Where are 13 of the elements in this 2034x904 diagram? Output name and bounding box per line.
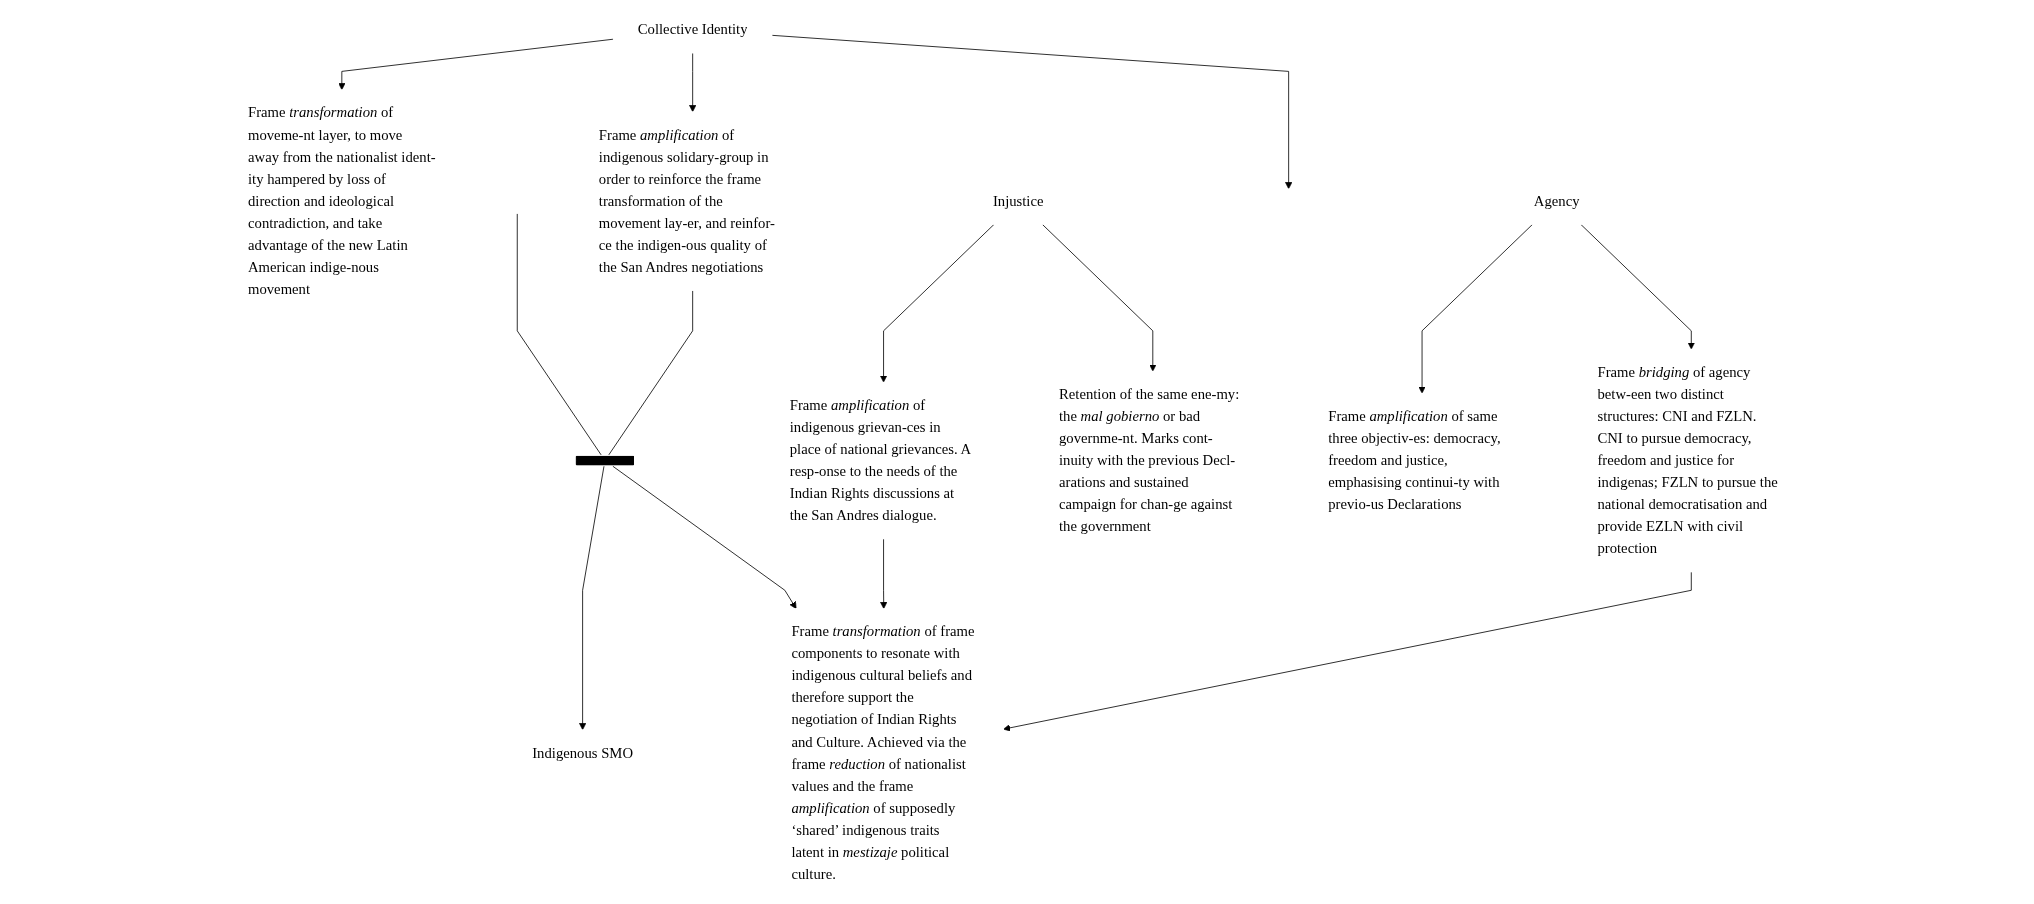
node-text: Indigenous SMO	[532, 744, 634, 761]
node-text: Frame amplification of indigenous grievan-ces in place of national grievances. A resp-onse to the needs of the Indian Rights discussions at the San Andres dialogue.	[790, 396, 971, 524]
node-text: Injustice	[993, 192, 1044, 209]
node-text: Frame transformation of frame components to resonate with indigenous cultural beliefs and therefore support the negotiation of Indian Rights and Culture. Achieved via the frame reduction of nationalist values and the frame amplification of supposedly ‘shared’ indigenous traits latent in mestizaje political culture.	[791, 623, 975, 882]
connector	[517, 212, 602, 456]
node-text: Frame transformation of moveme-nt layer, to move away from the nationalist ident-ity hampered by loss of direction and ideological contradiction, and take advantage of the new Latin American indige-nous movement	[248, 104, 437, 297]
node-text: Frame amplification of indigenous solidary-group in order to reinforce the frame transformation of the movement lay-er, and reinfor-ce the indigen-ous quality of the San Andres negotiations	[599, 126, 776, 275]
node-text: Frame amplification of same three objectiv-es: democracy, freedom and justice, emphasising continui-ty with previo-us Declarations	[1328, 407, 1501, 513]
node-text: Collective Identity	[638, 21, 748, 38]
node-text: Retention of the same ene-my: the mal gobierno or bad governme-nt. Marks cont-inuity with the previous Decl-arations and sustained campaign for chan-ge against the government	[1059, 385, 1240, 535]
connector	[608, 290, 694, 456]
node-text: Agency	[1534, 192, 1580, 209]
node-text: Frame bridging of agency betw-een two distinct structures: CNI and FZLN. CNI to pursue democracy, freedom and justice for indigenas; FZLN to pursue the national democratisation and provide EZLN with civil protection	[1597, 363, 1779, 557]
